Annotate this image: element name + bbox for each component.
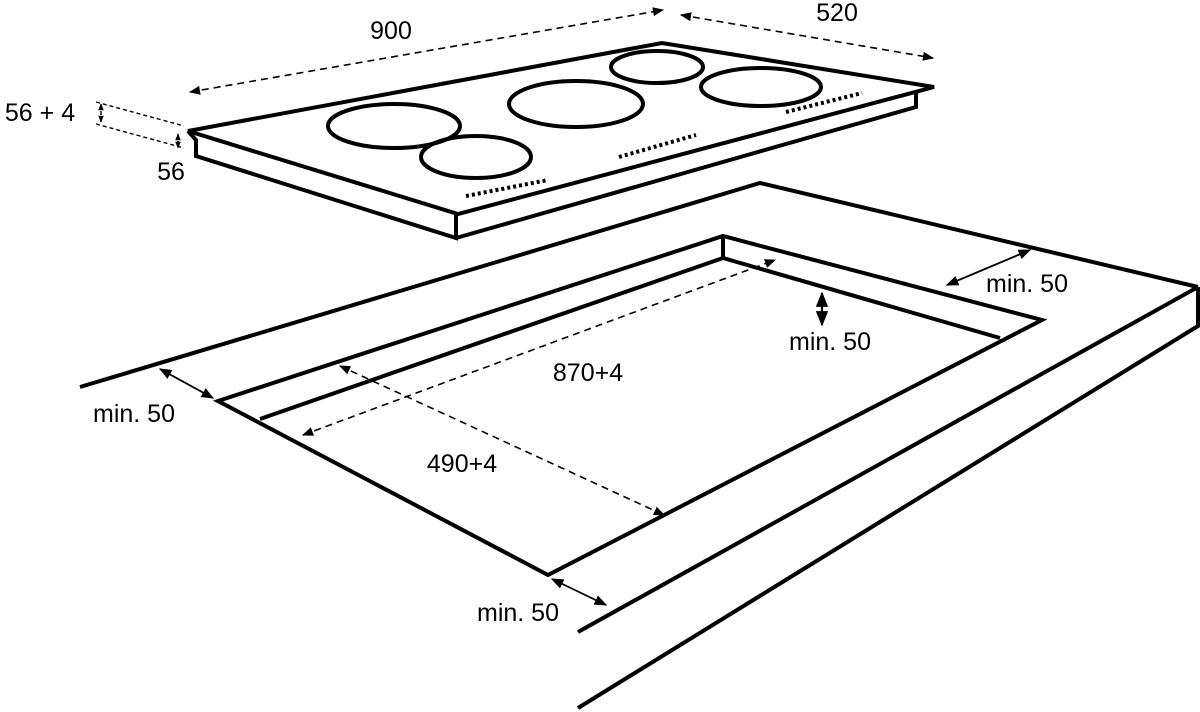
burner-large-left (326, 102, 462, 150)
hob-width-label: 900 (370, 17, 412, 45)
clearance-back-side-dimension-line (945, 249, 1032, 286)
cutout-depth-label: 490+4 (427, 450, 497, 478)
cutout-outline (212, 233, 1048, 578)
total-height-label: 56 + 4 (5, 99, 75, 127)
hob-front-side (186, 129, 458, 241)
burner-large-right (699, 66, 823, 108)
clearance-left-label: min. 50 (93, 400, 175, 428)
control-dots-center (618, 133, 697, 159)
dimension-labels: 900 520 56 + 4 56 870+4 490+4 min. 50 mi… (5, 0, 1068, 627)
control-dots-right (785, 91, 863, 114)
body-height-label: 56 (157, 158, 185, 186)
burner-small-front (419, 134, 533, 180)
clearance-back-side-label: min. 50 (986, 270, 1068, 298)
hob-right-side (455, 92, 918, 240)
hob-width-dimension-line (188, 7, 665, 95)
hob-depth-dimension-line (679, 12, 935, 61)
control-dots-left (465, 178, 549, 198)
burner-small-back (609, 49, 705, 85)
clearance-front-label: min. 50 (477, 599, 559, 627)
worktop (79, 180, 1200, 710)
clearance-back-label: min. 50 (789, 328, 871, 356)
dimension-lines (95, 7, 1032, 606)
hob-depth-label: 520 (816, 0, 858, 27)
cutout-width-dimension-line (301, 259, 777, 436)
worktop-front-edge (577, 285, 1199, 634)
total-height-extension-bottom (95, 123, 185, 149)
hob (186, 40, 935, 241)
cutout-width-label: 870+4 (553, 359, 623, 387)
burner-large-center (507, 79, 645, 129)
clearance-front-dimension-line (550, 578, 608, 606)
total-height-extension-top (95, 101, 185, 127)
clearance-left-dimension-line (158, 368, 215, 399)
worktop-front-face (576, 287, 1200, 710)
